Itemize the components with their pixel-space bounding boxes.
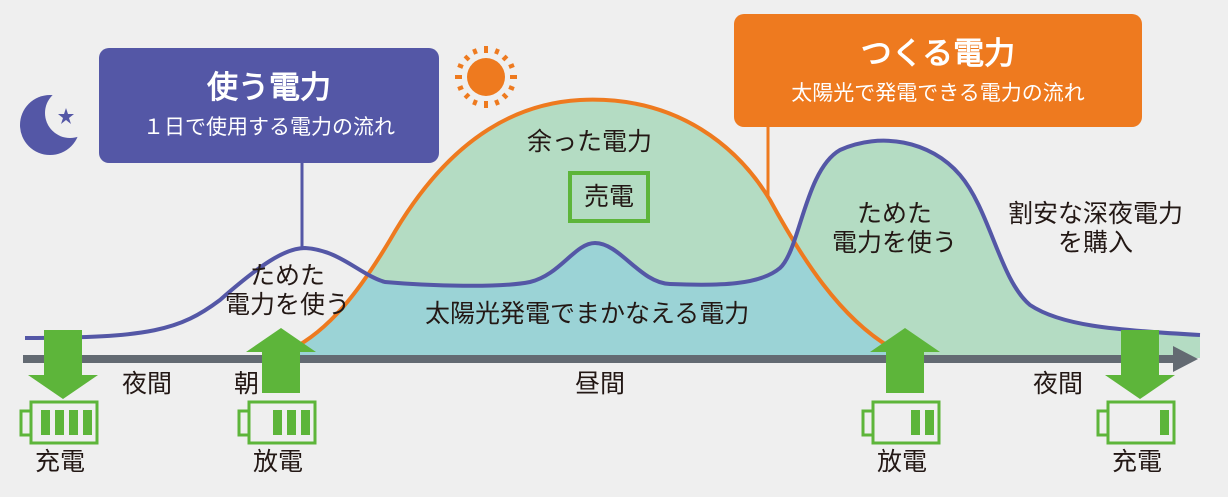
- battery-event-label: 充電: [1112, 447, 1163, 476]
- battery-level-bar: [69, 410, 78, 435]
- produce-box: つくる電力 太陽光で発電できる電力の流れ: [734, 14, 1142, 127]
- battery-level-bar: [1160, 410, 1169, 435]
- sun-icon: [455, 46, 517, 108]
- moon-star-icon: [20, 88, 95, 155]
- time-axis-arrowhead: [1173, 346, 1198, 372]
- time-night-1: 夜間: [122, 369, 173, 398]
- produce-box-title: つくる電力: [860, 36, 1016, 72]
- battery-level-bar: [301, 410, 310, 435]
- cheap-night-label: 割安な深夜電力 を購入: [1008, 199, 1184, 257]
- consume-box: 使う電力 １日で使用する電力の流れ: [99, 48, 439, 163]
- time-morning: 朝: [234, 369, 260, 398]
- battery-level-bar: [911, 410, 920, 435]
- consume-curve: [24, 138, 1201, 340]
- discharge-arrow-icon: [246, 328, 316, 393]
- time-axis: [23, 355, 1183, 363]
- battery-icon: [247, 400, 317, 445]
- time-night-2: 夜間: [1033, 369, 1084, 398]
- battery-event-label: 充電: [35, 447, 86, 476]
- discharge-arrow-icon: [870, 328, 940, 393]
- produce-curve: [289, 97, 896, 352]
- produce-box-subtitle: 太陽光で発電できる電力の流れ: [791, 81, 1085, 105]
- consume-box-subtitle: １日で使用する電力の流れ: [143, 115, 395, 139]
- battery-level-bar: [287, 410, 296, 435]
- charge-arrow-icon: [1105, 330, 1175, 399]
- surplus-label: 余った電力: [527, 127, 653, 156]
- battery-level-bar: [41, 410, 50, 435]
- battery-icon: [29, 400, 99, 445]
- solar-cover-label: 太陽光発電でまかなえる電力: [425, 299, 750, 328]
- sell-label: 売電: [568, 171, 650, 223]
- battery-level-bar: [273, 410, 282, 435]
- battery-event-label: 放電: [253, 447, 304, 476]
- evening-stored-area: [770, 140, 1200, 358]
- battery-icon: [1106, 400, 1176, 445]
- time-day: 昼間: [575, 369, 626, 398]
- battery-level-bar: [83, 410, 92, 435]
- battery-level-bar: [925, 410, 934, 435]
- battery-level-bar: [55, 410, 64, 435]
- consume-box-title: 使う電力: [207, 70, 331, 106]
- stored-morning-label: ためた 電力を使う: [225, 261, 351, 319]
- battery-icon: [871, 400, 941, 445]
- solar-cover-area: [290, 150, 895, 358]
- stored-evening-label: ためた 電力を使う: [832, 199, 958, 257]
- charge-arrow-icon: [28, 330, 98, 399]
- battery-event-label: 放電: [877, 447, 928, 476]
